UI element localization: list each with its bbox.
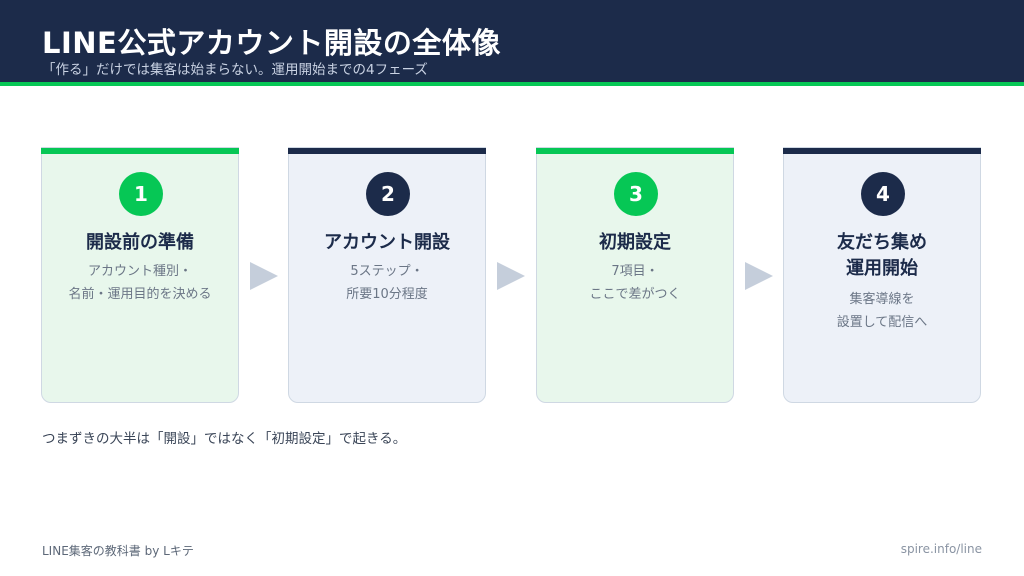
arrow-right-icon — [497, 262, 525, 290]
phase-flow: 1 開設前の準備 アカウント種別・ 名前・運用目的を決める 2 アカウント開設 … — [0, 147, 1024, 403]
phase-title: アカウント開設 — [289, 230, 485, 256]
phase-title: 友だち集め 運用開始 — [784, 230, 980, 282]
phase-card-3: 3 初期設定 7項目・ ここで差がつく — [536, 147, 734, 403]
key-note: つまずきの大半は「開設」ではなく「初期設定」で起きる。 — [42, 431, 407, 447]
page-title: LINE公式アカウント開設の全体像 — [42, 26, 501, 60]
phase-description: アカウント種別・ 名前・運用目的を決める — [42, 260, 238, 306]
phase-title: 開設前の準備 — [42, 230, 238, 256]
card-top-bar — [288, 148, 486, 154]
card-top-bar — [41, 148, 239, 154]
phase-card-1: 1 開設前の準備 アカウント種別・ 名前・運用目的を決める — [41, 147, 239, 403]
phase-title-line: 初期設定 — [599, 232, 671, 253]
phase-description: 7項目・ ここで差がつく — [537, 260, 733, 306]
phase-description-line: 名前・運用目的を決める — [68, 287, 212, 302]
phase-description-line: 5ステップ・ — [350, 264, 424, 279]
phase-title-line: 開設前の準備 — [86, 232, 194, 253]
header-bar — [0, 0, 1024, 82]
phase-title-line: アカウント開設 — [324, 232, 450, 253]
phase-description-line: 集客導線を — [849, 292, 915, 307]
phase-description-line: 7項目・ — [611, 264, 659, 279]
footer-brand: LINE集客の教科書 by Lキテ — [42, 544, 194, 558]
phase-description-line: 設置して配信へ — [836, 315, 928, 330]
card-top-bar — [536, 148, 734, 154]
step-number-badge: 4 — [861, 172, 905, 216]
step-number-badge: 2 — [366, 172, 410, 216]
card-top-bar — [783, 148, 981, 154]
header-accent-line — [0, 82, 1024, 86]
phase-title-line: 運用開始 — [846, 258, 918, 279]
phase-title-line: 友だち集め — [837, 232, 927, 253]
footer-url: spire.info/line — [900, 542, 982, 556]
step-number-badge: 1 — [119, 172, 163, 216]
phase-description-line: ここで差がつく — [589, 287, 681, 302]
phase-description: 集客導線を 設置して配信へ — [784, 288, 980, 334]
step-number-badge: 3 — [614, 172, 658, 216]
arrow-right-icon — [250, 262, 278, 290]
phase-description-line: 所要10分程度 — [346, 287, 428, 302]
phase-card-4: 4 友だち集め 運用開始 集客導線を 設置して配信へ — [783, 147, 981, 403]
phase-title: 初期設定 — [537, 230, 733, 256]
phase-description: 5ステップ・ 所要10分程度 — [289, 260, 485, 306]
arrow-right-icon — [745, 262, 773, 290]
phase-description-line: アカウント種別・ — [87, 264, 192, 279]
page-subtitle: 「作る」だけでは集客は始まらない。運用開始までの4フェーズ — [42, 62, 428, 78]
phase-card-2: 2 アカウント開設 5ステップ・ 所要10分程度 — [288, 147, 486, 403]
